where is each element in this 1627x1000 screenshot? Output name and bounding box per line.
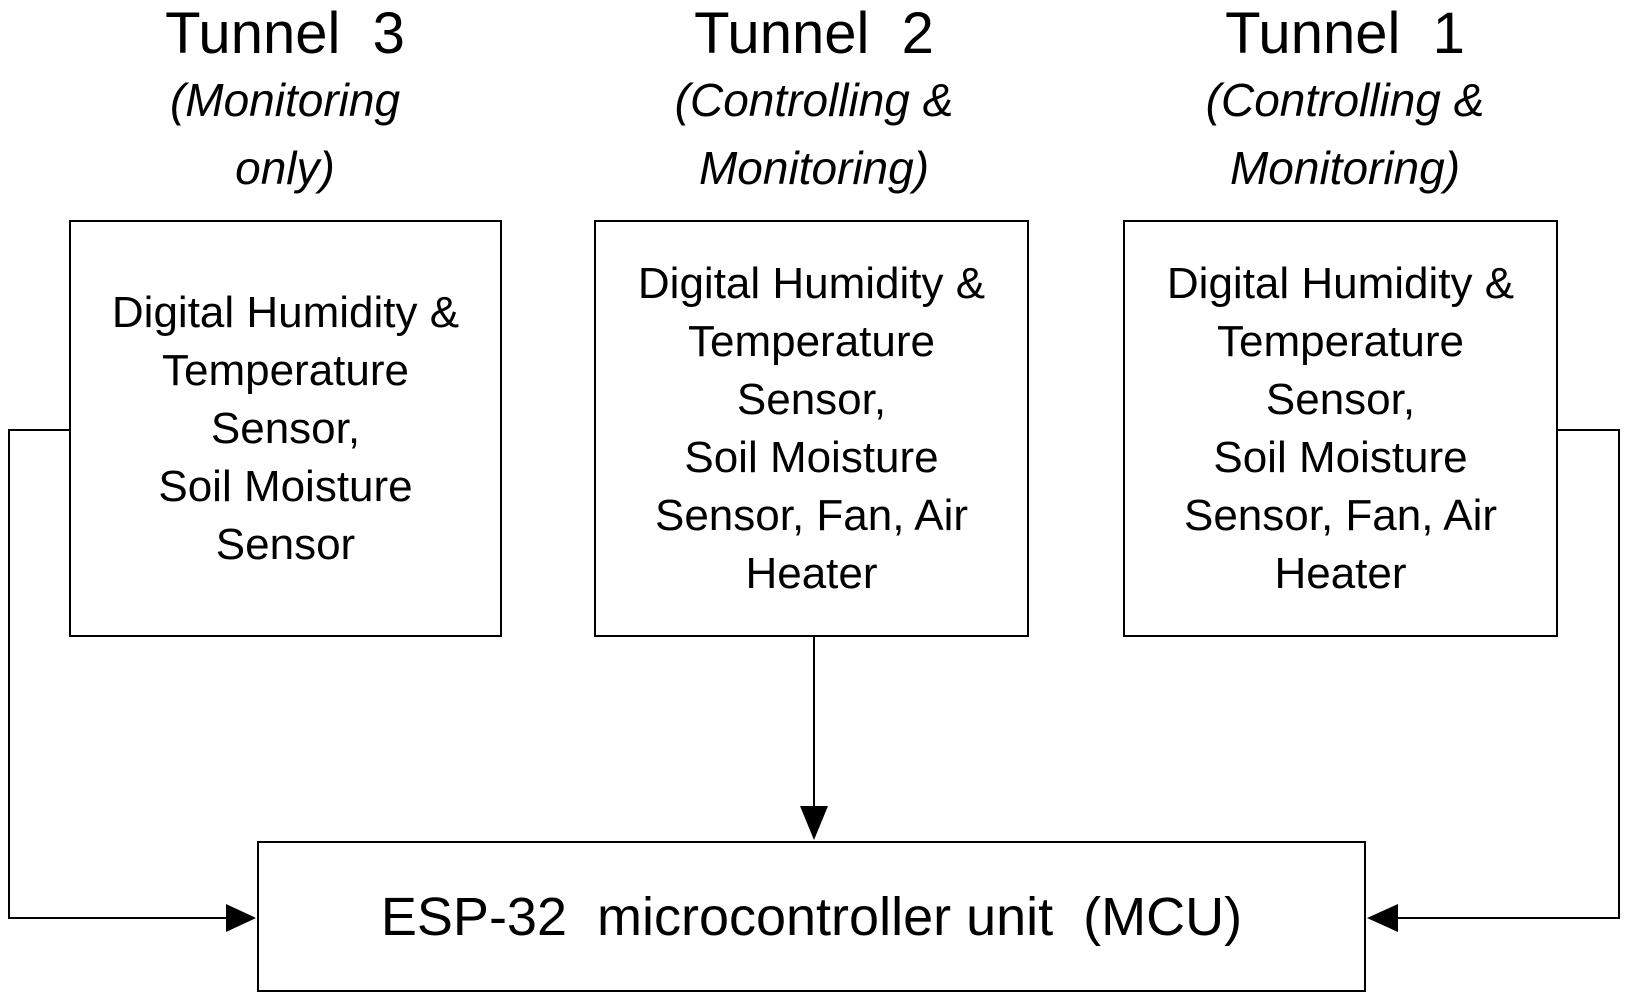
mcu-box: ESP-32 microcontroller unit (MCU): [257, 841, 1366, 992]
tunnel-1-title: Tunnel 1: [1225, 1, 1465, 66]
tunnel-1-subtitle: (Controlling & Monitoring): [1205, 74, 1485, 194]
tunnel-2-components-text: Digital Humidity & Temperature Sensor, S…: [637, 258, 986, 598]
tunnel-3-components-text: Digital Humidity & Temperature Sensor, S…: [111, 287, 460, 569]
tunnel-3-arrowhead: [226, 904, 256, 932]
tunnel-2-subtitle: (Controlling & Monitoring): [674, 74, 954, 194]
tunnel-2-title: Tunnel 2: [694, 1, 934, 66]
tunnel-1-arrowhead: [1367, 904, 1398, 932]
tunnel-3-components-box: Digital Humidity & Temperature Sensor, S…: [69, 220, 502, 637]
tunnel-3-title: Tunnel 3: [165, 1, 405, 66]
tunnel-1-components-box: Digital Humidity & Temperature Sensor, S…: [1123, 220, 1558, 637]
tunnel-1-header: Tunnel 1 (Controlling & Monitoring): [1135, 2, 1555, 202]
tunnel-3-subtitle: (Monitoring only): [169, 74, 401, 194]
tunnel-2-header: Tunnel 2 (Controlling & Monitoring): [604, 2, 1024, 202]
tunnel-3-connector: [8, 429, 230, 919]
mcu-label: ESP-32 microcontroller unit (MCU): [380, 886, 1243, 947]
tunnel-2-components-box: Digital Humidity & Temperature Sensor, S…: [594, 220, 1029, 637]
tunnel-3-header: Tunnel 3 (Monitoring only): [75, 2, 495, 202]
tunnel-2-arrowhead: [800, 806, 828, 840]
tunnel-1-components-text: Digital Humidity & Temperature Sensor, S…: [1166, 258, 1515, 598]
tunnel-1-connector: [1396, 429, 1620, 919]
